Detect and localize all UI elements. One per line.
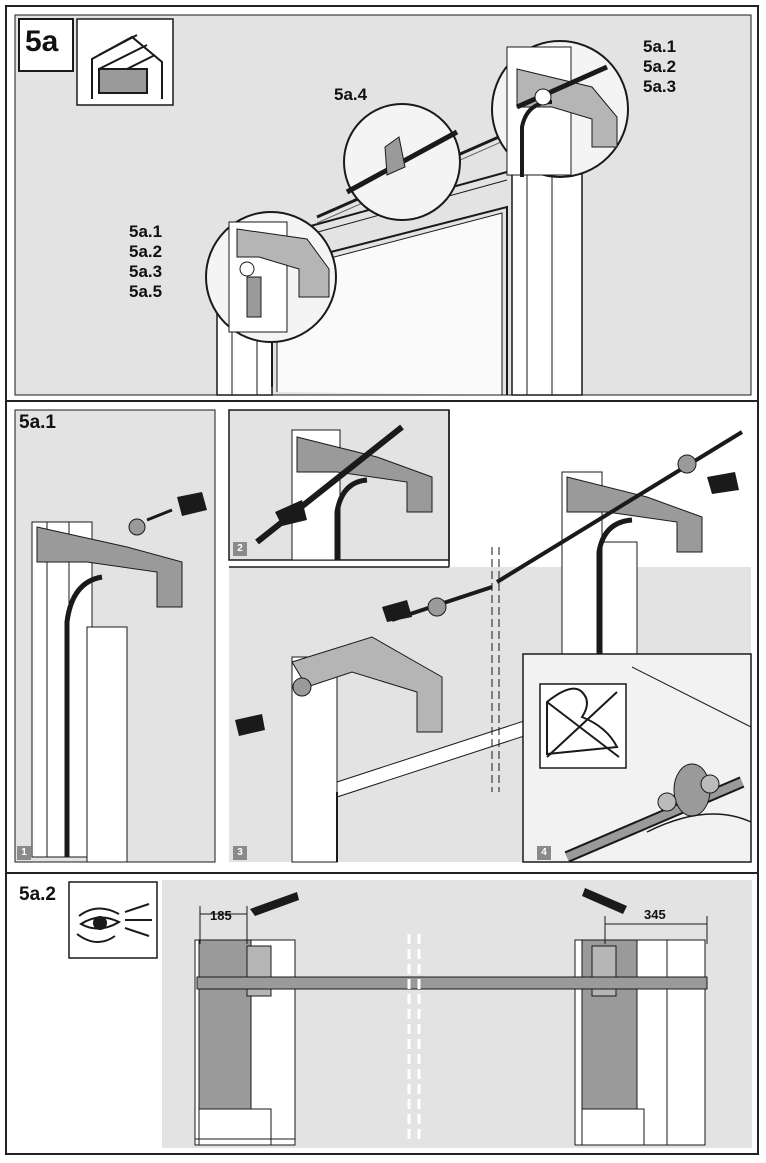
callout-left-3: 5a.3 xyxy=(129,262,163,281)
inspect-eye-icon xyxy=(76,903,152,943)
shaft-install-illustration xyxy=(14,409,752,866)
section-5a2: 5a.2 185 345 xyxy=(7,874,757,1154)
section-title-5a2: 5a.2 xyxy=(19,884,56,905)
no-force-icon xyxy=(546,687,620,758)
overview-illustration xyxy=(14,14,752,396)
callout-left-1: 5a.1 xyxy=(129,222,163,241)
callout-right-3: 5a.3 xyxy=(643,77,677,96)
callout-left-list: 5a.1 5a.2 5a.3 5a.5 xyxy=(129,222,189,302)
section-divider-1 xyxy=(5,400,759,402)
section-5a1: 5a.1 1 2 3 4 xyxy=(7,402,757,870)
callout-right-1: 5a.1 xyxy=(643,37,677,56)
section-5a: 5a 5a.4 5a.1 5a.2 5a.3 5a.5 5a.1 5a.2 5a… xyxy=(7,7,757,399)
callout-right-2: 5a.2 xyxy=(643,57,677,76)
section-title-5a: 5a xyxy=(25,25,59,58)
step-badge-2: 2 xyxy=(233,542,247,556)
step-badge-3: 3 xyxy=(233,846,247,860)
dimension-left: 185 xyxy=(210,908,232,923)
dimension-right: 345 xyxy=(644,907,666,922)
callout-5a4: 5a.4 xyxy=(334,85,368,104)
section-divider-2 xyxy=(5,872,759,874)
section-title-5a1: 5a.1 xyxy=(19,412,56,433)
rail-mounting-icon xyxy=(91,34,163,99)
callout-left-4: 5a.5 xyxy=(129,282,163,301)
measurement-illustration xyxy=(15,880,752,1148)
page-frame xyxy=(5,5,759,1155)
callout-left-2: 5a.2 xyxy=(129,242,163,261)
step-badge-4: 4 xyxy=(537,846,551,860)
step-badge-1: 1 xyxy=(17,846,31,860)
callout-right-list: 5a.1 5a.2 5a.3 xyxy=(643,37,703,97)
